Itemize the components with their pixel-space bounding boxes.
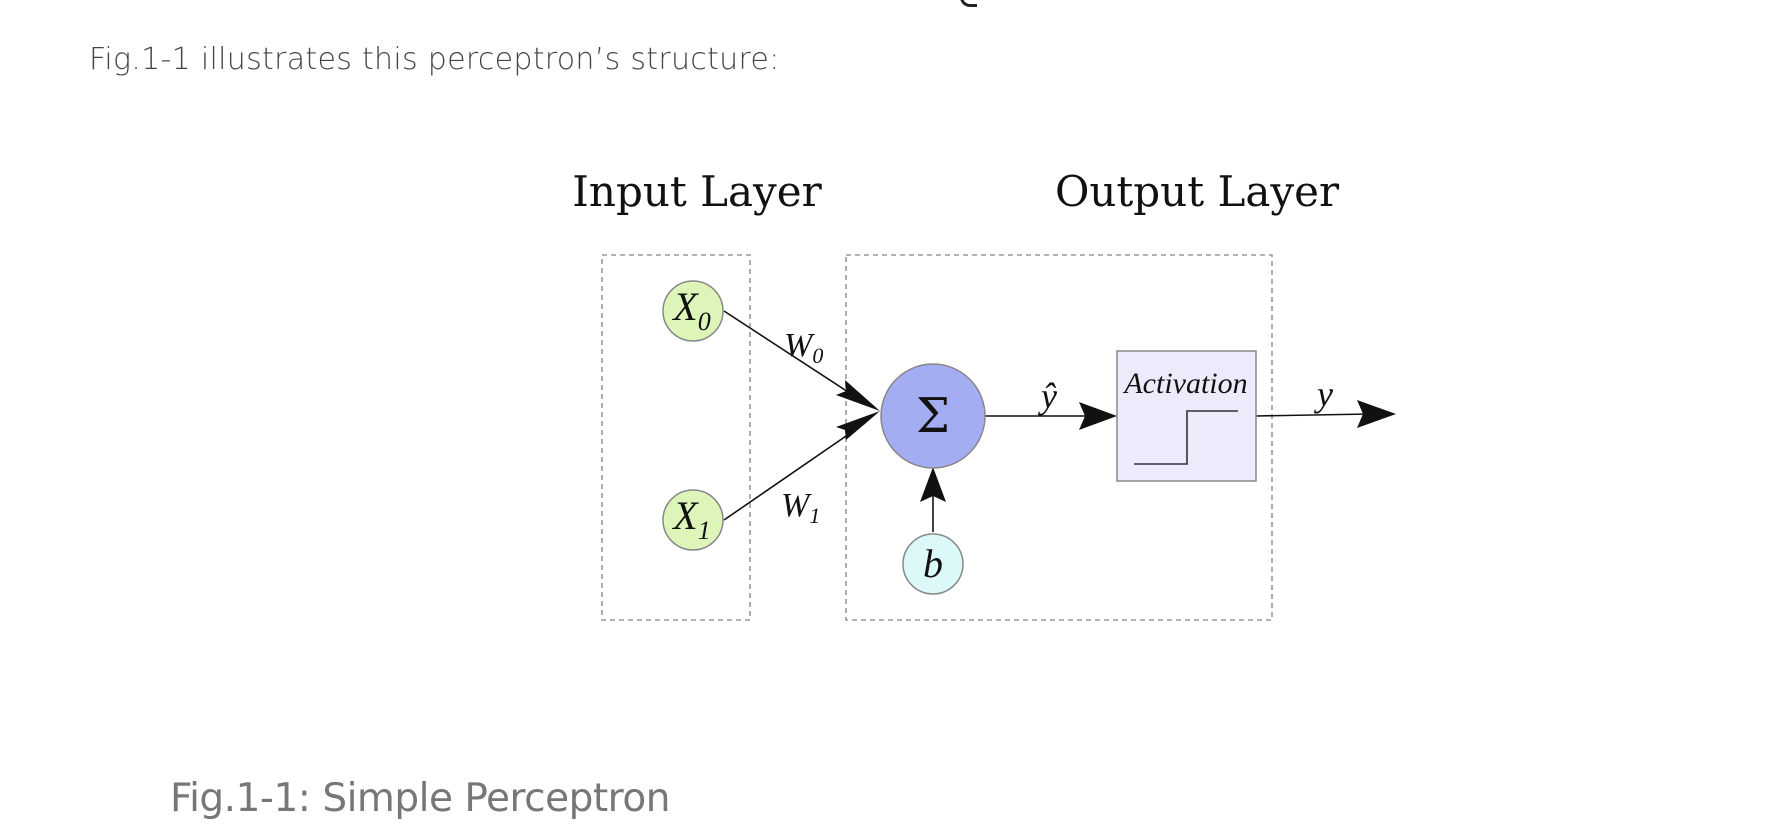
input-node-x0-base: X [671, 284, 699, 329]
bias-node: b [902, 533, 964, 595]
sigma-symbol: Σ [916, 388, 950, 444]
input-layer-box [601, 254, 751, 621]
input-node-x1: X1 [662, 489, 724, 551]
sum-node: Σ [880, 363, 986, 469]
svg-text:X1: X1 [671, 493, 710, 545]
bias-node-circle [902, 533, 964, 595]
activation-label: Activation [1122, 367, 1247, 400]
weight-edge-1 [723, 411, 880, 521]
cropped-glyph-fragment [960, 0, 977, 7]
output-label: y [1314, 374, 1333, 414]
input-node-x1-base: X [671, 493, 699, 538]
weight-label-w0: W0 [784, 327, 823, 368]
bias-edge [920, 467, 946, 532]
input-layer-title: Input Layer [572, 167, 822, 216]
input-node-x0-subscript: 0 [698, 307, 711, 336]
intro-paragraph: Fig.1-1 illustrates this perceptron’s st… [89, 42, 780, 77]
input-node-x1-subscript: 1 [698, 516, 711, 545]
step-function-icon [1134, 410, 1238, 465]
input-node-x0: X0 [662, 280, 724, 342]
input-node-x0-circle [662, 280, 724, 342]
weight-label-w1: W1 [781, 487, 820, 528]
output-layer-title: Output Layer [1055, 167, 1340, 216]
sum-to-activation-edge [985, 402, 1117, 430]
input-node-x1-circle [662, 489, 724, 551]
output-edge [1255, 400, 1396, 428]
figure-caption: Fig.1-1: Simple Perceptron [170, 776, 670, 821]
sum-node-circle [880, 363, 986, 469]
pre-activation-label: ŷ [1038, 376, 1057, 416]
activation-box: Activation [1116, 350, 1257, 482]
bias-label: b [923, 541, 943, 586]
weight-edge-0 [723, 310, 880, 411]
svg-text:X0: X0 [671, 284, 710, 336]
